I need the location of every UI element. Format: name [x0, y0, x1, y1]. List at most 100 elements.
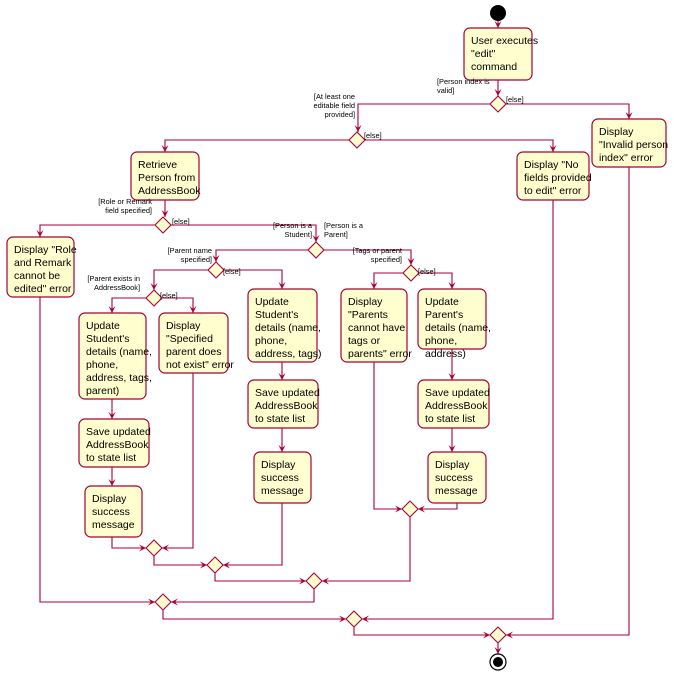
- guard-field-else: [else]: [364, 131, 382, 140]
- guard-is-student: [Person is a: [273, 221, 313, 230]
- edge-pnt-merge-arrow: [395, 505, 402, 513]
- activity-text-line: AddressBook: [425, 400, 488, 412]
- edge-pname-else-arrow: [278, 282, 286, 289]
- edge-us-save2-arrow: [278, 373, 286, 380]
- end-node-core: [493, 657, 503, 667]
- edge-nofields-mfield-arrow: [362, 615, 369, 623]
- activity-text-line: not exist" error: [166, 359, 234, 371]
- edge-role-yes-arrow: [36, 230, 44, 237]
- guard-is-parent: Parent]: [324, 230, 348, 239]
- guard-tags-parent-else: [else]: [418, 267, 436, 276]
- edge-index-else-arrow: [625, 112, 633, 119]
- guard-role-remark: field specified]: [105, 206, 152, 215]
- guard-role-remark: [Role or Remark: [98, 197, 152, 206]
- merge-student-diamond: [206, 556, 224, 574]
- merge-index-diamond: [489, 626, 507, 644]
- merge-field-diamond: [345, 610, 363, 628]
- guard-parent-name-else: [else]: [223, 267, 241, 276]
- edge-field-provided: [164, 139, 349, 152]
- edge-pexists-yes-arrow: [108, 306, 116, 313]
- edge-invalid-mindex-arrow: [506, 631, 513, 639]
- guard-tags-parent: [Tags or parent: [353, 246, 402, 255]
- activity-text-line: to edit" error: [524, 185, 582, 197]
- activity-text-line: Retrieve: [138, 159, 177, 171]
- edge-mparent-mstudent-arrow: [200, 561, 207, 569]
- edge-mtype-mrole-arrow: [171, 598, 178, 606]
- guard-is-student: Student]: [284, 230, 312, 239]
- edge-role-else-arrow: [312, 235, 320, 242]
- activity-text-line: Save updated: [255, 387, 320, 399]
- activity-text-line: Student's: [86, 333, 129, 345]
- edge-mindex-end-arrow: [494, 647, 502, 654]
- activity-text-line: to state list: [255, 413, 305, 425]
- activity-text-line: Display: [599, 126, 634, 138]
- edge-succ1-merge-arrow: [139, 544, 146, 552]
- activity-text-line: address): [425, 348, 466, 360]
- guard-tags-parent: specified]: [371, 255, 402, 264]
- activity-text-line: Student's: [255, 309, 298, 321]
- activity-text-line: message: [92, 519, 135, 531]
- edge-tags-yes-arrow: [370, 282, 378, 289]
- activity-text-line: Display: [92, 493, 127, 505]
- guard-index-valid: valid]: [437, 86, 454, 95]
- edge-tags-else-arrow: [448, 282, 456, 289]
- edge-role-else: [171, 224, 317, 242]
- guard-index-else: [else]: [506, 95, 524, 104]
- activity-user-executes: User executes"edit"command: [463, 27, 538, 81]
- activity-text-line: cannot be: [14, 270, 60, 282]
- activity-text-line: success: [435, 472, 473, 484]
- guard-parent-name: [Parent name: [168, 246, 212, 255]
- edge-usp-save1-arrow: [108, 412, 116, 419]
- edge-start-user-arrow: [494, 21, 502, 28]
- edge-pnt-merge: [373, 362, 402, 510]
- activity-text-line: "Invalid person: [599, 139, 668, 151]
- edge-tags-yes: [373, 272, 403, 289]
- activity-text-line: parent does: [166, 346, 221, 358]
- activity-text-line: address, tags,: [86, 372, 152, 384]
- activity-text-line: index" error: [599, 152, 653, 164]
- activity-text-line: to state list: [425, 413, 475, 425]
- activity-text-line: "edit": [471, 48, 496, 60]
- merge-tags-diamond: [401, 500, 419, 518]
- edge-mrole-mfield: [162, 610, 346, 620]
- activity-text-line: fields provided: [524, 172, 592, 184]
- edge-index-valid: [357, 103, 490, 132]
- guard-field-provided: provided]: [325, 110, 355, 119]
- edge-mtags-mtype: [322, 517, 411, 582]
- dec-field-diamond: [348, 131, 366, 149]
- edge-type-student-arrow: [212, 255, 220, 262]
- activity-text-line: tags or: [348, 335, 381, 347]
- activity-text-line: Save updated: [425, 387, 490, 399]
- edge-rre-mrole-arrow: [148, 598, 155, 606]
- edge-rre-mrole: [39, 297, 155, 603]
- edge-save3-succ3-arrow: [448, 445, 456, 452]
- edge-retrieve-dec-role-arrow: [161, 210, 169, 217]
- edge-mfield-mindex-arrow: [483, 631, 490, 639]
- activity-text-line: success: [261, 472, 299, 484]
- dec-role-diamond: [154, 216, 172, 234]
- guard-index-valid: [Person index is: [437, 77, 490, 86]
- activity-text-line: "Specified: [166, 333, 213, 345]
- edge-index-else: [506, 103, 630, 119]
- start-node: [490, 5, 506, 21]
- dec-type-diamond: [307, 241, 325, 259]
- edge-succ3-merge: [418, 503, 458, 510]
- edge-pexists-else: [162, 297, 194, 313]
- edge-succ2-mstudent: [223, 503, 283, 566]
- edge-pname-yes-arrow: [150, 283, 158, 290]
- activity-text-line: edited" error: [14, 283, 72, 295]
- dec-index-diamond: [489, 95, 507, 113]
- edge-up-save3-arrow: [448, 373, 456, 380]
- activity-text-line: Display: [261, 459, 296, 471]
- activity-text-line: phone,: [86, 359, 118, 371]
